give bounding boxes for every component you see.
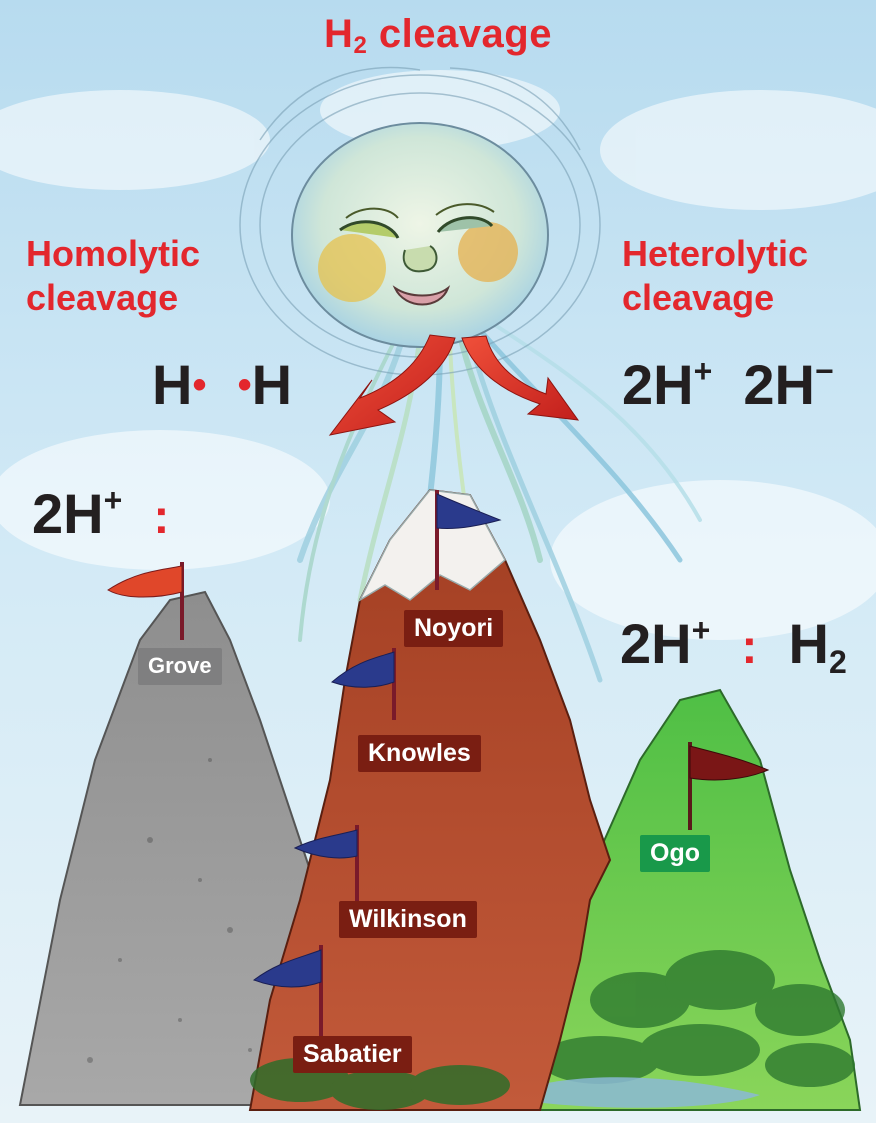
heterolytic-line2: cleavage: [622, 276, 808, 320]
diagram-title: H2 cleavage: [0, 12, 876, 60]
proton-charge: +: [694, 353, 713, 389]
left-pair: 2H+ :: [32, 484, 169, 548]
nose: [404, 246, 437, 271]
homolytic-line1: Homolytic: [26, 232, 200, 276]
title-h: H: [324, 12, 353, 56]
right-pair-h2-sub: 2: [829, 644, 847, 680]
right-pair-colon: :: [741, 621, 757, 674]
homolytic-dot-left: •: [192, 363, 206, 407]
left-pair-charge: +: [104, 482, 123, 518]
proton-text: 2H: [622, 353, 694, 416]
heterolytic-heading: Heterolytic cleavage: [622, 232, 808, 320]
heterolytic-line1: Heterolytic: [622, 232, 808, 276]
label-noyori: Noyori: [404, 610, 503, 647]
left-pair-text: 2H: [32, 482, 104, 545]
label-ogo: Ogo: [640, 835, 710, 872]
homolytic-line2: cleavage: [26, 276, 200, 320]
label-knowles: Knowles: [358, 735, 481, 772]
label-wilkinson: Wilkinson: [339, 901, 477, 938]
hydride-charge: −: [815, 353, 834, 389]
title-subscript: 2: [353, 32, 367, 59]
heterolytic-formula: 2H+ 2H−: [622, 355, 834, 415]
label-grove: Grove: [138, 648, 222, 685]
left-cheek: [318, 234, 386, 302]
title-rest: cleavage: [367, 12, 552, 56]
right-cheek: [458, 222, 518, 282]
right-pair: 2H+ : H2: [620, 614, 847, 678]
homolytic-dot-right: •: [238, 363, 252, 407]
hydride-text: 2H: [743, 353, 815, 416]
homolytic-h-right: H: [252, 353, 292, 416]
right-pair-text: 2H: [620, 612, 692, 675]
homolytic-formula: H• •H: [152, 355, 292, 415]
homolytic-h-left: H: [152, 353, 192, 416]
right-pair-h2: H: [789, 612, 829, 675]
label-sabatier: Sabatier: [293, 1036, 412, 1073]
right-pair-charge: +: [692, 612, 711, 648]
left-pair-colon: :: [153, 491, 169, 544]
homolytic-heading: Homolytic cleavage: [26, 232, 200, 320]
